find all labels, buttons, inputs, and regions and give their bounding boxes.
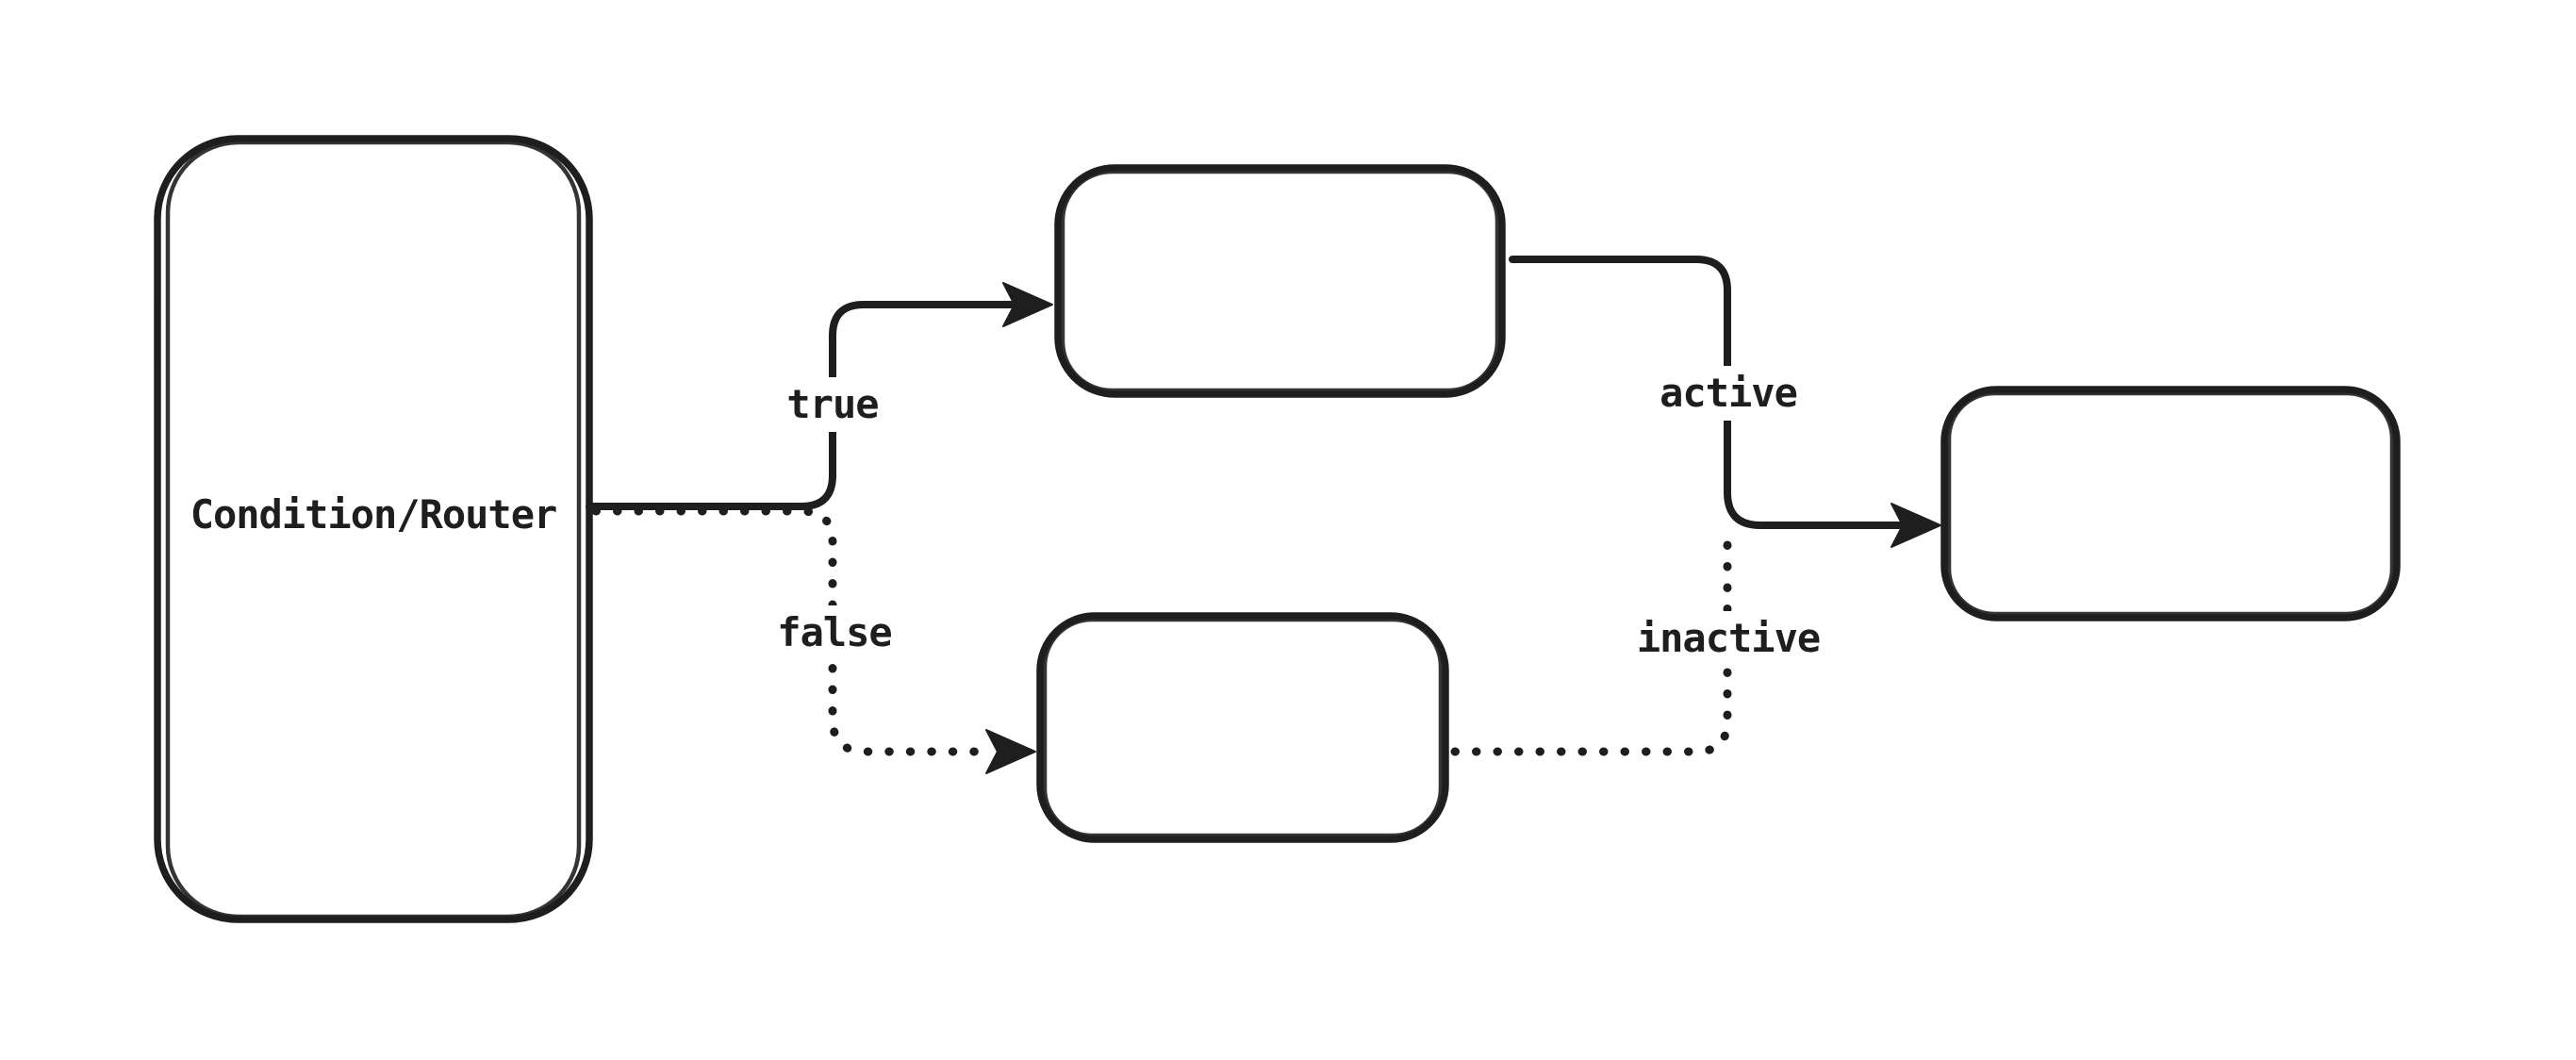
false-branch-node-border-overdraw [1042,617,1444,838]
condition-router-label[interactable]: Condition/Router [190,490,558,538]
edge-label-active[interactable]: active [1650,366,1807,421]
condition-router-node[interactable] [154,135,593,923]
edge-label-false[interactable]: false [768,605,901,660]
edge-label-true[interactable]: true [777,377,888,432]
false-edge-arrowhead-icon [985,729,1036,774]
condition-router-node-border[interactable] [154,135,593,923]
false-branch-node-border[interactable] [1036,612,1449,843]
false-branch-node[interactable] [1036,612,1449,843]
true-branch-node-border-overdraw [1060,169,1500,393]
output-node-border[interactable] [1940,386,2401,621]
true-edge-arrowhead-icon [1002,282,1053,327]
true-branch-node-border[interactable] [1054,164,1506,398]
condition-router-node-border-overdraw [165,140,582,919]
active-edge-arrowhead-icon [1891,503,1941,548]
edge-label-inactive[interactable]: inactive [1627,611,1830,666]
output-node[interactable] [1940,386,2401,621]
output-node-border-overdraw [1946,390,2395,617]
true-branch-node[interactable] [1054,164,1506,398]
